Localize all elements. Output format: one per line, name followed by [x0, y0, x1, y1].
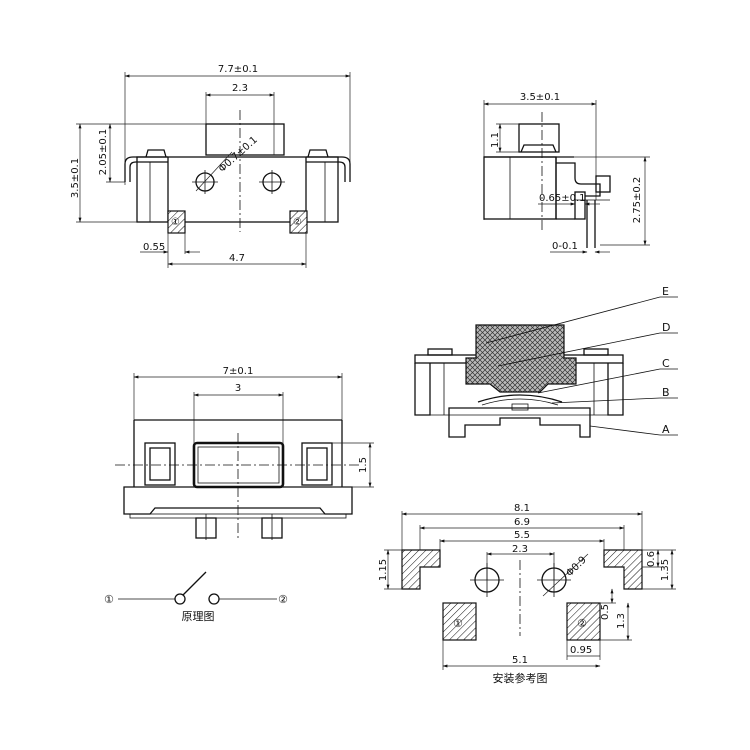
fp-dim-1-3: 1.3 [616, 613, 627, 629]
schematic-caption: 原理图 [182, 610, 215, 623]
height-body-label: 2.05±0.1 [98, 129, 109, 176]
bottom-view: 7±0.1 3 1.5 [115, 366, 374, 540]
fp-pad2-label: ② [577, 617, 587, 630]
front-view: 7.7±0.1 2.3 Φ0.7±0.1 ① [70, 64, 351, 268]
fp-dim-8-1: 8.1 [514, 503, 530, 514]
fp-dim-0-5: 0.5 [600, 604, 611, 620]
label-b: B [662, 386, 670, 399]
inner-dim-label: 2.3 [232, 83, 248, 94]
label-d: D [662, 321, 670, 334]
fp-dim-0-95: 0.95 [570, 645, 592, 656]
side-width-label: 3.5±0.1 [520, 92, 560, 103]
schematic-pin2: ② [278, 593, 288, 606]
schematic-pin1: ① [104, 593, 114, 606]
side-lead-label: 0.65±0.1 [539, 193, 586, 204]
fp-hole-label: Φ0.9 [564, 555, 589, 580]
fp-dim-1-35: 1.35 [660, 559, 671, 581]
fp-dim-1-15: 1.15 [378, 559, 389, 581]
side-view: 3.5±0.1 1.1 2.75±0.2 0.65±0.1 [483, 92, 650, 254]
label-e: E [662, 285, 669, 298]
width-dim-label: 7.7±0.1 [218, 64, 258, 75]
label-a: A [662, 423, 670, 436]
fp-dim-5-5: 5.5 [514, 530, 530, 541]
foot-dim-label: 0.55 [143, 242, 165, 253]
side-gap-label: 0-0.1 [552, 241, 578, 252]
section-view: E D C B A [414, 285, 678, 438]
fp-dim-6-9: 6.9 [514, 517, 530, 528]
fp-dim-0-6: 0.6 [646, 551, 657, 567]
pin-left-label: ① [171, 217, 180, 228]
fp-dim-2-3: 2.3 [512, 544, 528, 555]
side-stem-label: 1.1 [490, 132, 501, 148]
bottom-button-label: 3 [235, 383, 241, 394]
fp-dim-5-1: 5.1 [512, 655, 528, 666]
footprint-caption: 安装参考图 [493, 671, 548, 685]
label-c: C [662, 357, 670, 370]
height-total-label: 3.5±0.1 [70, 158, 81, 198]
bottom-width-label: 7±0.1 [223, 366, 254, 377]
bottom-height-label: 1.5 [358, 457, 369, 473]
side-height-label: 2.75±0.2 [632, 177, 643, 224]
schematic: ① ② 原理图 [104, 571, 288, 623]
pin-right-label: ② [293, 217, 302, 228]
fp-pad1-label: ① [453, 617, 463, 630]
footprint: 8.1 6.9 5.5 2.3 Φ0.9 ① ② [378, 503, 676, 685]
pitch-dim-label: 4.7 [229, 253, 245, 264]
